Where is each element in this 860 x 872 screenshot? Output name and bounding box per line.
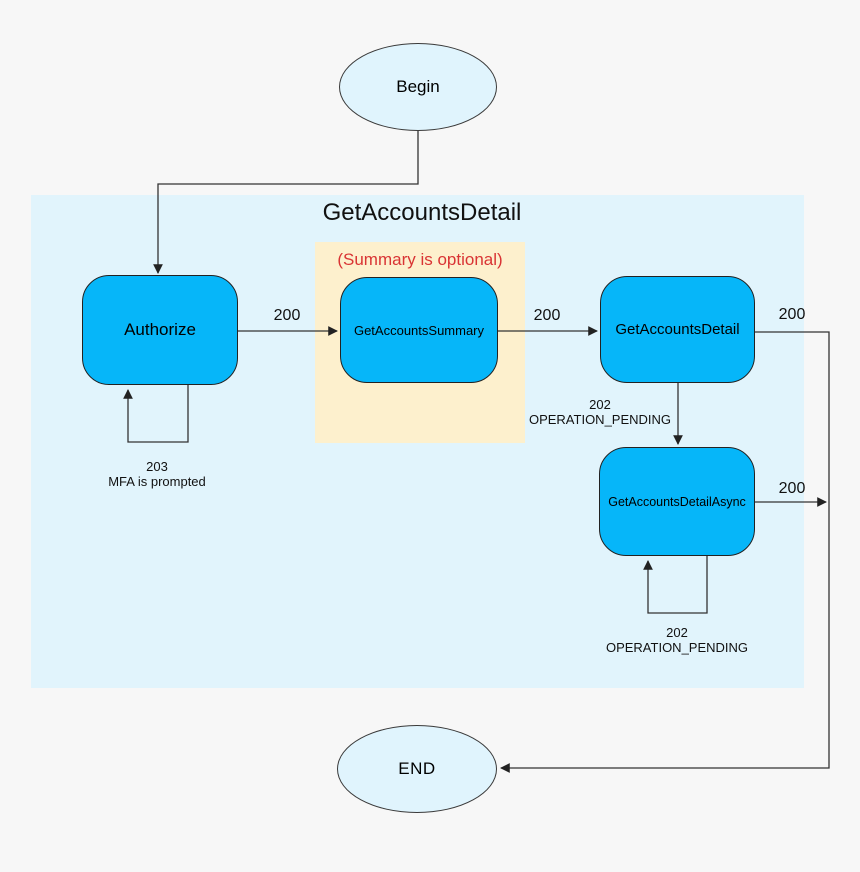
get-accounts-summary-node-label: GetAccountsSummary — [353, 322, 485, 338]
begin-node: Begin — [339, 43, 497, 131]
edge-label-detail-to-async: 202 OPERATION_PENDING — [529, 397, 671, 427]
edge-label-detail-to-end: 200 — [778, 306, 806, 323]
authorize-node-label: Authorize — [124, 320, 196, 339]
end-node: END — [337, 725, 497, 813]
edge-label-authorize-self-loop-text: MFA is prompted — [108, 474, 206, 489]
container-title: GetAccountsDetail — [322, 199, 522, 226]
edge-label-detail-to-async-code: 202 — [589, 397, 611, 412]
get-accounts-detail-async-node: GetAccountsDetailAsync — [599, 447, 755, 556]
edge-label-async-self-loop-text: OPERATION_PENDING — [605, 640, 749, 655]
edge-label-async-self-loop-code: 202 — [666, 625, 688, 640]
get-accounts-detail-node-label: GetAccountsDetail — [615, 321, 740, 338]
edge-label-async-self-loop: 202 OPERATION_PENDING — [606, 625, 748, 655]
get-accounts-detail-node: GetAccountsDetail — [600, 276, 755, 383]
edge-label-detail-to-async-text: OPERATION_PENDING — [528, 412, 672, 427]
end-node-label: END — [398, 759, 436, 778]
edge-label-authorize-to-summary: 200 — [273, 307, 301, 324]
edge-label-authorize-self-loop: 203 MFA is prompted — [108, 459, 206, 489]
begin-node-label: Begin — [396, 77, 440, 96]
edge-label-summary-to-detail: 200 — [533, 307, 561, 324]
optional-region-caption: (Summary is optional) — [337, 250, 503, 269]
authorize-node: Authorize — [82, 275, 238, 385]
get-accounts-summary-node: GetAccountsSummary — [340, 277, 498, 383]
edge-label-async-to-end: 200 — [778, 480, 806, 497]
get-accounts-detail-async-node-label: GetAccountsDetailAsync — [608, 494, 746, 509]
edge-label-authorize-self-loop-code: 203 — [146, 459, 168, 474]
